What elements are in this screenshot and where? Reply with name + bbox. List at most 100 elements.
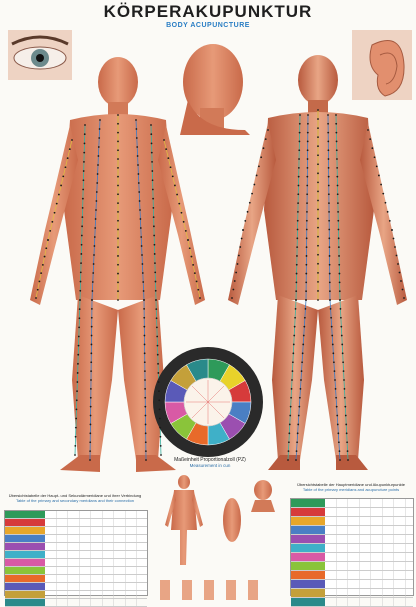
acupoint-dot (306, 193, 309, 196)
acupoint-dot (150, 124, 152, 126)
acupoint-dot (137, 164, 139, 166)
acupoint-dot (328, 246, 331, 249)
acupoint-dot (317, 290, 319, 292)
acupoint-dot (151, 160, 153, 163)
acupoint-dot (334, 387, 337, 390)
acupoint-dot (317, 271, 319, 274)
acupoint-dot (317, 118, 319, 120)
table-cells (44, 551, 147, 558)
acupoint-dot (150, 142, 153, 145)
acupoint-dot (306, 166, 309, 169)
acupoint-dot (64, 166, 67, 169)
acupoint-dot (297, 193, 300, 196)
table-cells (44, 599, 147, 606)
acupoint-dot (80, 253, 83, 255)
acupoint-dot (187, 239, 189, 241)
table-cells (44, 559, 147, 566)
acupoint-dot (144, 405, 147, 408)
acupoint-dot (75, 417, 78, 420)
acupoint-dot (317, 163, 319, 166)
acupoint-dot (151, 170, 154, 172)
acupoint-dot (143, 299, 145, 301)
acupoint-dot (190, 255, 193, 258)
acupoint-dot (38, 280, 41, 283)
acupoint-dot (82, 188, 85, 191)
acupoint-dot (289, 414, 292, 417)
acupoint-dot (338, 272, 341, 275)
acupoint-dot (253, 183, 256, 186)
acupoint-dot (340, 325, 343, 328)
table-cells (44, 543, 147, 550)
table-cells (325, 598, 413, 606)
acupoint-dot (334, 379, 336, 381)
meridian-color-swatch (291, 580, 326, 588)
acupoint-dot (392, 237, 395, 240)
acupoint-dot (182, 220, 185, 223)
acupoint-dot (397, 263, 399, 265)
right-table-title-en: Table of the primary meridians and acupu… (302, 487, 400, 492)
table-cells (325, 535, 413, 543)
acupoint-dot (302, 343, 305, 346)
meridian-color-swatch (5, 519, 45, 526)
acupoint-dot (143, 343, 146, 346)
acupoint-dot (117, 158, 119, 160)
acupoint-dot (300, 370, 303, 373)
acupoint-dot (346, 450, 349, 453)
acupoint-dot (35, 297, 37, 299)
acupoint-dot (296, 255, 298, 257)
acupoint-dot (342, 370, 345, 373)
acupoint-dot (305, 228, 308, 231)
acupoint-dot (330, 316, 333, 319)
acupoint-dot (138, 191, 141, 193)
acupoint-dot (336, 158, 338, 160)
acupoint-dot (81, 216, 84, 219)
acupoint-dot (298, 149, 301, 152)
acupoint-dot (327, 114, 329, 116)
acupoint-dot (117, 299, 119, 301)
acupoint-dot (140, 236, 143, 238)
acupoint-dot (338, 281, 341, 284)
acupoint-dot (89, 459, 91, 461)
table-cells (325, 544, 413, 552)
acupoint-dot (76, 372, 79, 374)
acupoint-dot (297, 202, 299, 204)
acupoint-dot (328, 272, 331, 275)
acupoint-dot (83, 151, 86, 154)
acupoint-dot (62, 175, 65, 178)
acupoint-dot (98, 137, 101, 139)
acupoint-dot (192, 263, 195, 266)
acupoint-dot (328, 237, 331, 240)
acupoint-dot (117, 202, 119, 204)
acupoint-dot (117, 290, 119, 293)
acupoint-dot (236, 263, 239, 265)
acupoint-dot (171, 175, 174, 178)
acupoint-dot (264, 138, 267, 140)
acupoint-dot (327, 166, 330, 169)
acupoint-dot (78, 326, 81, 329)
eye-inset (8, 30, 72, 80)
acupoint-dot (156, 335, 159, 338)
acupoint-dot (159, 435, 162, 438)
acupoint-dot (287, 450, 290, 453)
acupoint-dot (195, 280, 198, 283)
acupoint-dot (328, 228, 331, 231)
acupoint-dot (199, 297, 201, 299)
acupoint-dot (338, 450, 341, 453)
acupoint-dot (317, 127, 319, 129)
acupoint-dot (338, 263, 341, 266)
acupoint-dot (92, 263, 95, 265)
acupoint-dot (305, 219, 308, 222)
acupoint-dot (152, 225, 155, 228)
acupoint-dot (317, 199, 319, 202)
acupoint-dot (78, 308, 81, 311)
acupoint-dot (150, 151, 153, 154)
acupoint-dot (305, 255, 308, 257)
acupoint-dot (144, 396, 147, 399)
acupoint-dot (337, 237, 340, 240)
acupoint-dot (169, 166, 172, 169)
acupoint-dot (317, 226, 319, 229)
table-cells (44, 535, 147, 542)
acupoint-dot (150, 133, 153, 136)
acupoint-dot (317, 262, 319, 265)
acupoint-dot (342, 361, 345, 364)
